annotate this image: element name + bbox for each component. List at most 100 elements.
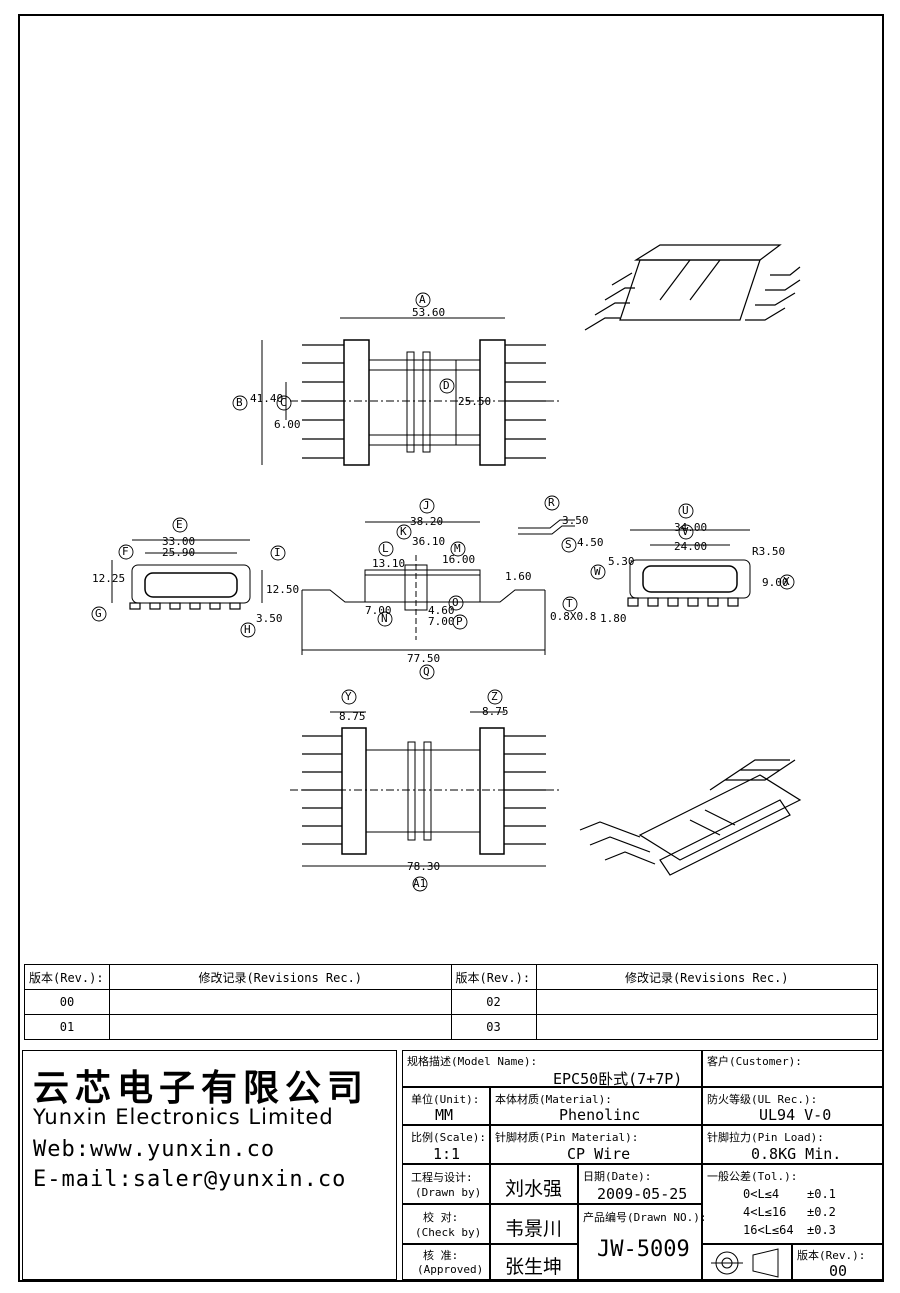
side-view-left: [111, 539, 263, 610]
dim-s: 4.50: [577, 536, 604, 549]
isometric-view-bottom: [579, 759, 802, 876]
title-block: 规格描述(Model Name): EPC50卧式(7+7P) 客户(Custo…: [402, 1050, 884, 1280]
dim-n: 7.00: [365, 604, 392, 617]
side-view-right: [627, 529, 751, 607]
material-value: Phenolinc: [559, 1106, 641, 1124]
dim-t: 0.8X0.8: [550, 610, 597, 623]
label-o: O: [452, 596, 459, 609]
dim-q: 77.50: [407, 652, 441, 665]
rec-header-left: 修改记录(Revisions Rec.): [109, 964, 452, 990]
dim-e1: 33.00: [162, 535, 196, 548]
label-g: G: [95, 607, 102, 620]
pin-load-label: 针脚拉力(Pin Load):: [707, 1131, 824, 1144]
dim-b: 41.40: [250, 392, 284, 405]
ul-label: 防火等级(UL Rec.):: [707, 1093, 818, 1106]
approved-label-cell: 核 准: (Approved): [402, 1244, 490, 1280]
label-v: V: [682, 525, 689, 538]
tolerance-range: 4<L≤16: [743, 1205, 787, 1219]
dim-l: 13.10: [372, 557, 406, 570]
tolerance-label: 一般公差(Tol.):: [707, 1170, 798, 1183]
label-l: L: [382, 542, 389, 555]
dim-s1: 1.60: [505, 570, 532, 583]
company-block: 云芯电子有限公司 Yunxin Electronics Limited Web:…: [22, 1050, 397, 1280]
label-p: P: [456, 615, 463, 628]
drawn-label-en: (Drawn by): [415, 1186, 482, 1199]
dim-d: 25.50: [458, 395, 492, 408]
label-f: F: [122, 545, 129, 558]
model-cell: 规格描述(Model Name): EPC50卧式(7+7P): [402, 1050, 702, 1088]
label-a1: A1: [413, 877, 427, 890]
date-value: 2009-05-25: [597, 1185, 688, 1203]
rec-cell: [109, 1014, 452, 1040]
pin-load-value: 0.8KG Min.: [751, 1145, 842, 1163]
ul-cell: 防火等级(UL Rec.): UL94 V-0: [702, 1087, 884, 1125]
dim-m: 16.00: [442, 553, 476, 566]
label-t: T: [566, 597, 573, 610]
label-b: B: [236, 396, 243, 409]
customer-label: 客户(Customer):: [707, 1055, 802, 1068]
label-d: D: [443, 379, 450, 392]
approved-label-cn: 核 准:: [423, 1249, 459, 1262]
tolerance-value: ±0.2: [807, 1205, 836, 1219]
label-i: I: [274, 546, 281, 559]
approved-value: 张生坤: [505, 1256, 563, 1278]
rev-cell: 02: [450, 989, 537, 1015]
model-value: EPC50卧式(7+7P): [553, 1070, 683, 1088]
revision-table: 版本(Rev.): 修改记录(Revisions Rec.) 版本(Rev.):…: [24, 964, 878, 1040]
rev-value: 00: [829, 1262, 848, 1280]
dim-c: 6.00: [274, 418, 301, 431]
label-c: C: [280, 396, 287, 409]
rec-cell: [109, 989, 452, 1015]
projection-symbol-cell: [702, 1244, 792, 1280]
company-name-cn: 云芯电子有限公司: [33, 1068, 370, 1109]
rec-header-right: 修改记录(Revisions Rec.): [535, 964, 878, 990]
rec-cell: [535, 989, 878, 1015]
dim-r: 3.50: [562, 514, 589, 527]
dim-y: 8.75: [339, 710, 366, 723]
rev-cell: 03: [450, 1014, 537, 1040]
tolerance-cell: 一般公差(Tol.): 0<L≤4 ±0.1 4<L≤16 ±0.2 16<L≤…: [702, 1164, 884, 1244]
dim-z: 8.75: [482, 705, 509, 718]
drawn-no-label: 产品编号(Drawn NO.):: [583, 1211, 707, 1224]
scale-label: 比例(Scale):: [411, 1131, 486, 1144]
dim-a: 53.60: [412, 306, 446, 319]
label-s: S: [565, 538, 572, 551]
ul-value: UL94 V-0: [759, 1106, 832, 1124]
projection-symbol-icon: [711, 1248, 779, 1278]
tolerance-range: 0<L≤4: [743, 1187, 780, 1201]
drawn-label-cn: 工程与设计:: [411, 1171, 473, 1184]
label-u: U: [682, 504, 689, 517]
technical-drawing: [91, 244, 802, 892]
material-label: 本体材质(Material):: [495, 1093, 612, 1106]
rev-cell: 01: [24, 1014, 110, 1040]
check-by-value: 韦景川: [505, 1218, 563, 1240]
dim-o: 4.60: [428, 604, 455, 617]
label-x: X: [783, 575, 790, 588]
label-z: Z: [491, 690, 498, 703]
label-q: Q: [423, 665, 430, 678]
approved-label-en: (Approved): [417, 1263, 484, 1276]
date-cell: 日期(Date): 2009-05-25: [578, 1164, 702, 1204]
rev-header-left: 版本(Rev.):: [24, 964, 110, 990]
pin-material-label: 针脚材质(Pin Material):: [495, 1131, 639, 1144]
isometric-view-top: [584, 244, 801, 331]
tolerance-value: ±0.1: [807, 1187, 836, 1201]
approved-value-cell: 张生坤: [490, 1244, 578, 1280]
check-by-value-cell: 韦景川: [490, 1204, 578, 1244]
dim-x: 9.00: [762, 576, 789, 589]
circle-label-markers: [91, 292, 795, 892]
unit-cell: 单位(Unit): MM: [402, 1087, 490, 1125]
dim-u: 34.00: [674, 521, 708, 534]
rev-header-right: 版本(Rev.):: [450, 964, 537, 990]
rev-cell-block: 版本(Rev.): 00: [792, 1244, 884, 1280]
dim-v: 24.00: [674, 540, 708, 553]
check-label-cn: 校 对:: [423, 1211, 459, 1224]
dim-i: 12.50: [266, 583, 300, 596]
check-label-en: (Check by): [415, 1226, 482, 1239]
label-a: A: [419, 293, 426, 306]
unit-value: MM: [435, 1106, 454, 1124]
dim-e2: 25.90: [162, 546, 196, 559]
unit-label: 单位(Unit):: [411, 1093, 480, 1106]
pin-detail: [518, 519, 575, 535]
label-e: E: [176, 518, 183, 531]
